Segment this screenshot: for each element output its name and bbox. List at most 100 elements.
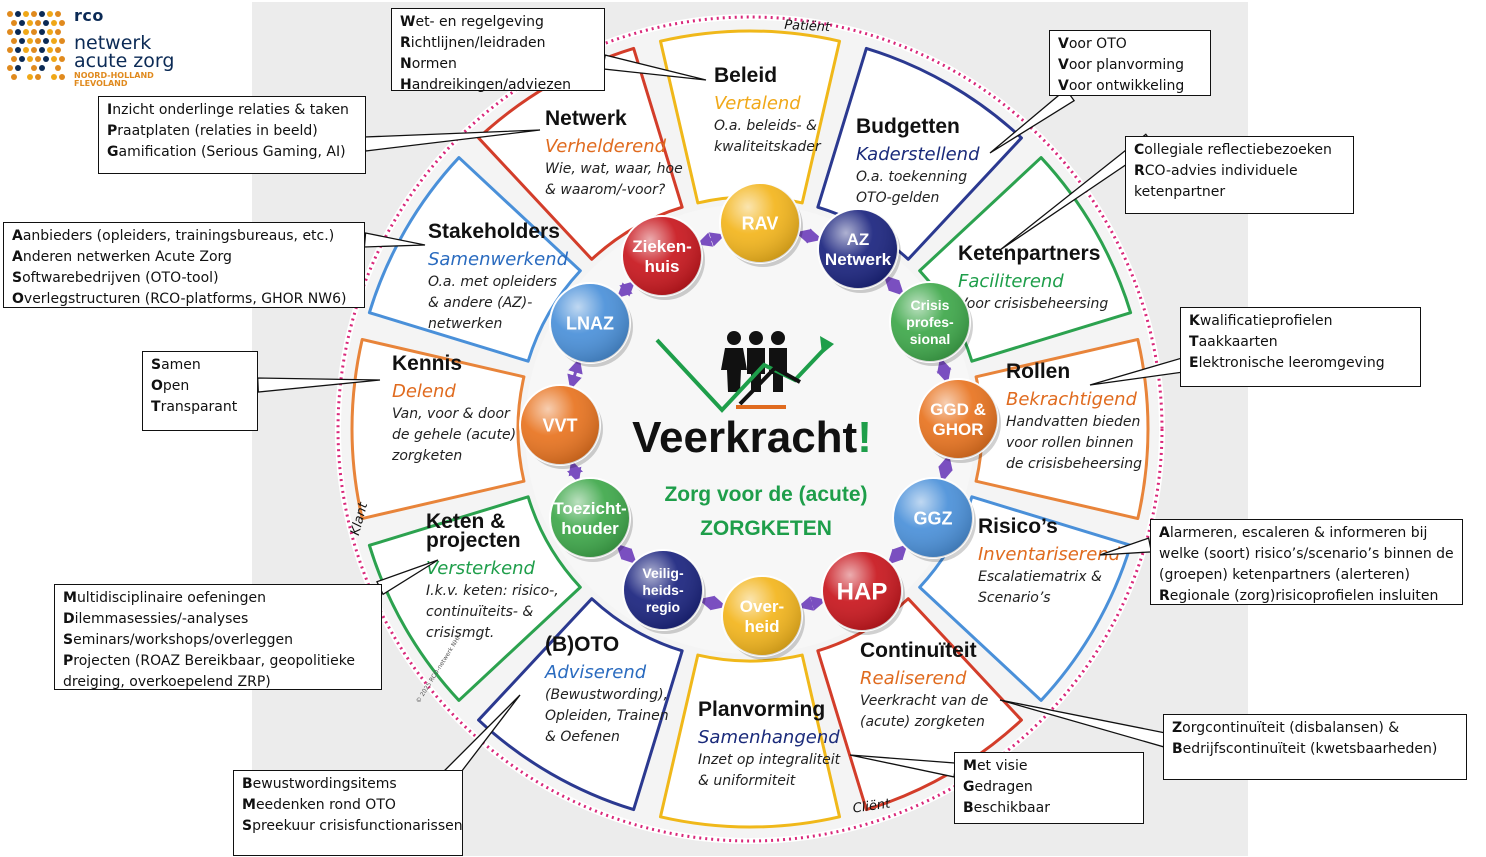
ring-label-client: Cliënt [852,796,892,816]
logo-dot [39,65,45,71]
callout-rest: walificatieprofielen [1199,313,1333,329]
logo-dot [51,74,57,80]
sector-title-2: projecten [426,529,521,552]
node-link-arrow [795,228,823,244]
sector-title: Beleid [714,64,777,87]
callout-line: Softwarebedrijven (OTO-tool) [12,268,356,289]
callout-rest: andreikingen/adviezen [411,77,572,93]
node-sheen [822,551,902,631]
callout-line: (groepen) ketenpartners (alerteren) [1159,565,1454,586]
callout-line: Dilemmasessies/-analyses [63,609,373,630]
node-link-arrow [696,232,726,247]
logo-dot [43,38,49,44]
node-label: AZ [847,230,870,249]
sector-description: zorgketen [391,448,462,464]
callout-line: Meedenken rond OTO [242,795,454,816]
sector-description: Veerkracht van de [860,693,988,709]
node-link-arrow [567,358,583,390]
callout-line: Regionale (zorg)risicoprofielen insluite… [1159,586,1454,607]
callout-rest: larmeren, escaleren & informeren bij [1169,525,1428,541]
node-toezichthouder: Toezicht-houder [549,477,633,562]
callout-initial: S [242,818,253,834]
node-label: GGD & [930,400,986,419]
sector-description: Voor crisisbeheersing [958,296,1108,312]
callout-line: Elektronische leeromgeving [1189,353,1412,374]
sector-subtitle: Vertalend [714,93,801,114]
callout-rest: amification (Serious Gaming, AI) [118,144,346,160]
callout-continuiteit: Zorgcontinuïteit (disbalansen) &Bedrijfs… [1163,714,1467,780]
node-link-arrow [616,280,636,299]
logo-dot [43,56,49,62]
node-link-arrow [887,544,908,565]
callout-rest: oor planvorming [1068,57,1185,73]
node-label: huis [645,257,680,276]
sector-subtitle: Faciliterend [958,271,1064,292]
callout-rest: ketenpartner [1134,184,1226,200]
sector-description: O.a. toekenning [856,169,967,185]
sector-description: OTO-gelden [856,190,939,206]
callout-initial: S [12,270,23,286]
callout-line: Projecten (ROAZ Bereikbaar, geopolitieke [63,651,373,672]
node-sheen [550,478,630,558]
logo-dot [23,11,29,17]
callout-initial: I [107,102,113,118]
logo-dot [55,65,61,71]
node-label: GHOR [933,420,984,439]
center-people-icon [721,331,787,392]
callout-initial: B [1172,741,1183,757]
logo-dot [15,47,21,53]
callout-line: Normen [400,54,596,75]
center-growth-line [655,338,832,413]
node-vvt: VVT [519,384,603,469]
logo-dot [27,20,33,26]
sector-subtitle: Samenhangend [698,727,840,748]
sector-description: de gehele (acute) [392,427,516,443]
callout-rest: eedenken rond OTO [255,797,396,813]
logo-dot [51,38,57,44]
center-subtitle-1: Zorg voor de (acute) [664,483,867,506]
callout-rest: nzicht onderlinge relaties & taken [112,102,349,118]
sector-subtitle: Versterkend [426,558,536,579]
sector-text-boto: (B)OTOAdviserend(Bewustwording),Opleiden… [544,633,669,745]
node-sheen [893,478,973,558]
callout-rest: raatplaten (relaties in beeld) [117,123,318,139]
node-label: heids- [642,582,684,598]
sector-description: (Bewustwording), [545,687,668,703]
sector-boto [477,597,684,812]
logo-region-2: FLEVOLAND [74,79,128,88]
logo-dot [31,47,37,53]
node-sheen [918,379,998,459]
center-underline [736,405,786,409]
node-label: Toezicht- [553,499,626,518]
callout-initial: G [963,779,975,795]
callout-rest: amen [161,357,201,373]
logo-dot [35,38,41,44]
node-link-arrow [615,543,638,565]
logo-dot [59,20,65,26]
node-hap: HAP [821,550,905,635]
callout-line: Voor planvorming [1058,55,1202,76]
callout-initial: P [107,123,118,139]
logo-dot [51,56,57,62]
callout-line: Zorgcontinuïteit (disbalansen) & [1172,718,1458,739]
node-label: regio [646,599,680,615]
sector-title: Netwerk [545,107,627,130]
node-link-arrow [698,595,727,611]
callout-line: Inzicht onderlinge relaties & taken [107,100,357,121]
sector-title: Continuïteit [860,639,977,662]
sector-description: & waarom/-voor? [545,182,666,198]
logo-dot [7,47,13,53]
callout-line: Wet- en regelgeving [400,12,596,33]
logo-dot [55,47,61,53]
callout-initial: V [1058,78,1069,94]
callout-initial: M [63,590,77,606]
callout-rest: CO-advies individuele [1144,163,1298,179]
callout-rest: rojecten (ROAZ Bereikbaar, geopolitieke [73,653,355,669]
callout-line: ketenpartner [1134,182,1345,203]
callout-initial: M [242,797,256,813]
